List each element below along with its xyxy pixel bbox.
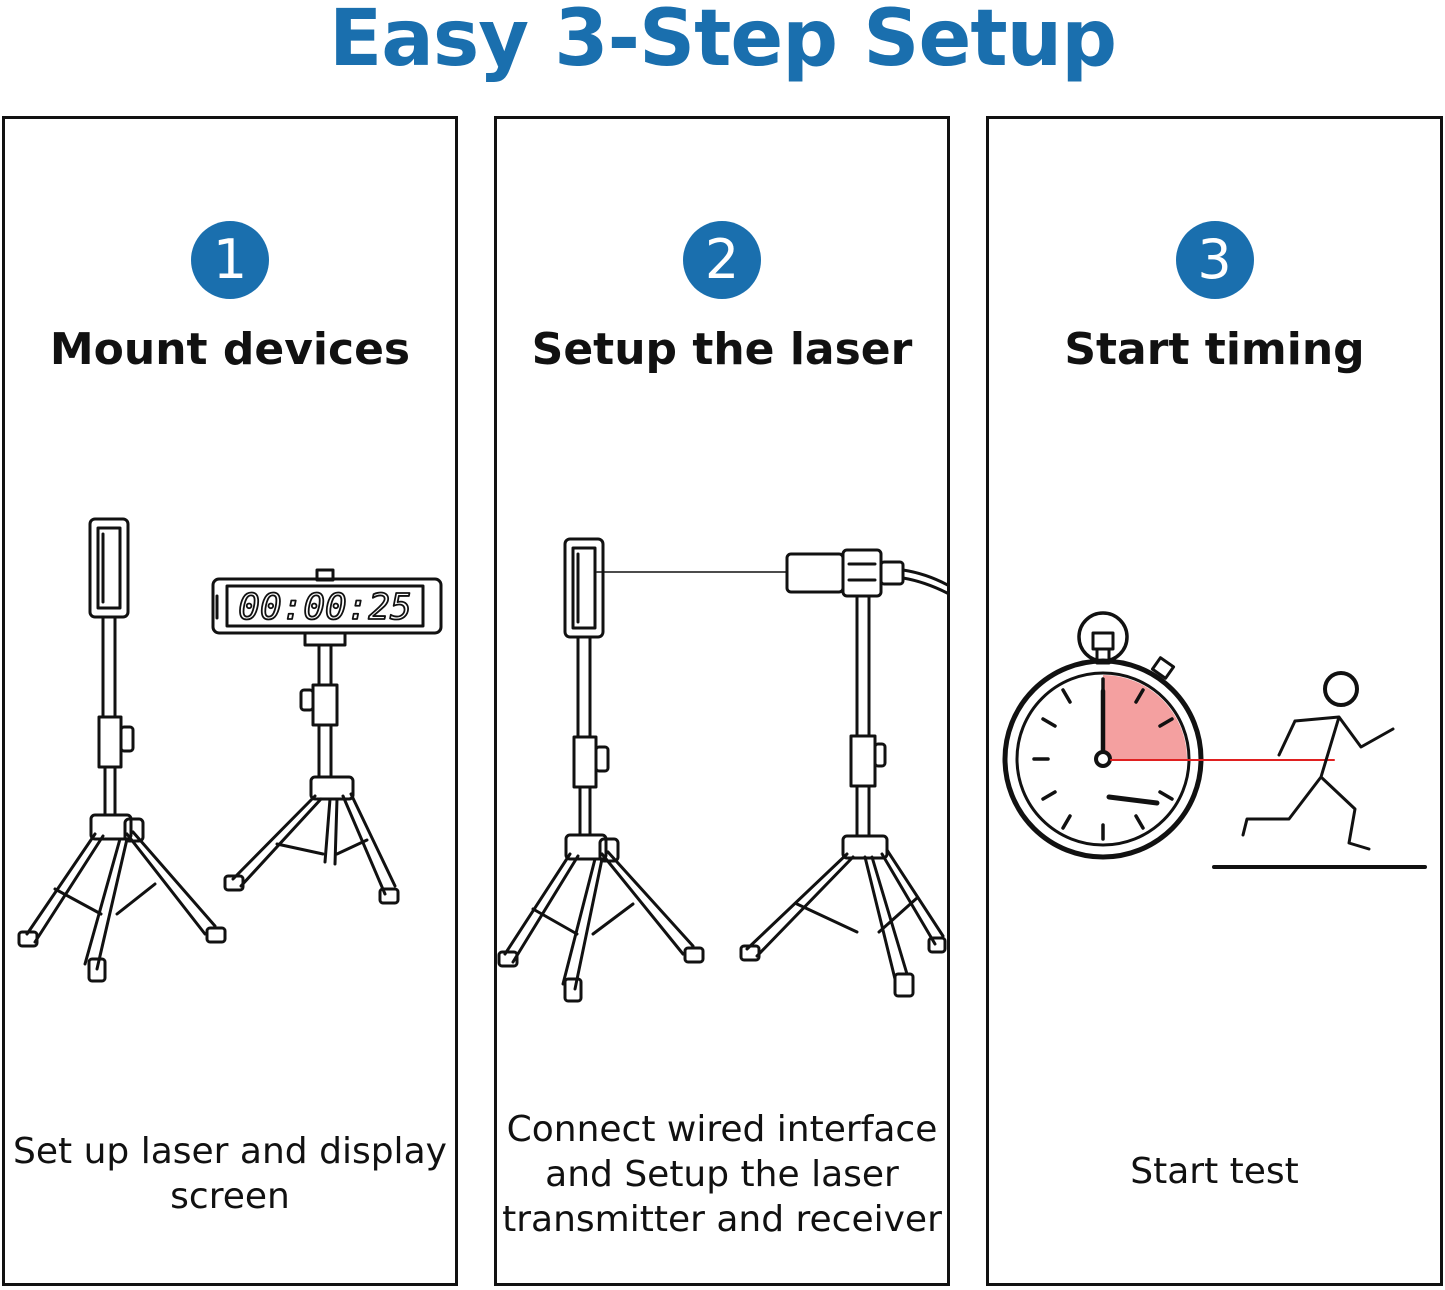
step-number-badge: 2 xyxy=(683,221,761,299)
step-title: Setup the laser xyxy=(531,324,913,375)
step-title: Start timing xyxy=(1064,324,1365,375)
step-panel-1: 1 Mount devices 00:00:25 xyxy=(2,116,458,1286)
step-panel-3: 3 Start timing xyxy=(986,116,1443,1286)
step-description: Start test xyxy=(1130,1151,1299,1192)
step-description: Connect wired interface and Setup the la… xyxy=(502,1109,942,1240)
step-panel-2: 2 Setup the laser xyxy=(494,116,950,1286)
laser-transmitter-receiver-icon xyxy=(497,537,947,1003)
step-number-badge: 1 xyxy=(191,221,269,299)
page-title: Easy 3-Step Setup xyxy=(328,0,1117,84)
tripods-with-laser-and-display-icon: 00:00:25 xyxy=(17,517,443,983)
step-title: Mount devices xyxy=(49,324,411,375)
stopwatch-runner-icon xyxy=(1002,611,1427,869)
step-number-badge: 3 xyxy=(1175,221,1254,299)
display-readout: 00:00:25 xyxy=(238,587,411,628)
step-description: Set up laser and display screen xyxy=(13,1131,447,1217)
